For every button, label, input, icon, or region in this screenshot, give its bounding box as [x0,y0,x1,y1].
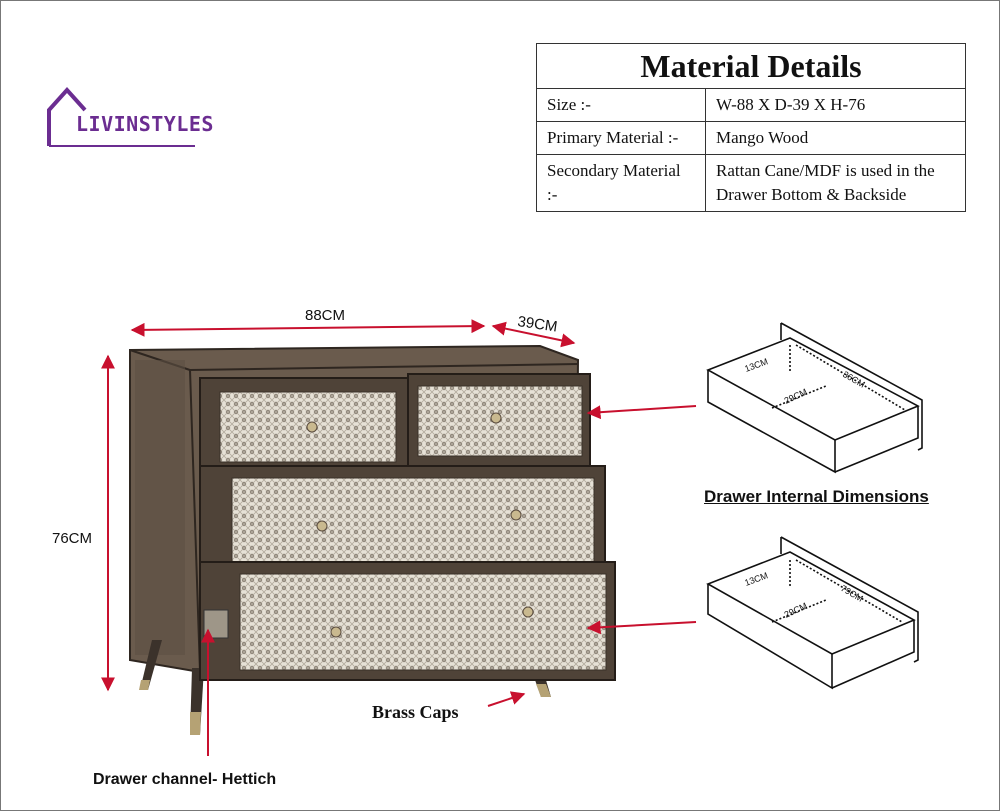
material-details-title: Material Details [536,43,966,89]
depth-label: 39CM [516,313,558,335]
house-outline-icon [47,87,195,147]
size-value: W-88 X D-39 X H-76 [705,88,966,122]
primary-material-label: Primary Material :- [536,121,706,155]
secondary-material-value: Rattan Cane/MDF is used in the Drawer Bo… [705,154,966,212]
secondary-material-label: Secondary Material :- [536,154,706,212]
drawer-channel-label: Drawer channel- Hettich [93,771,277,788]
brass-caps-label: Brass Caps [372,702,459,722]
height-label: 76CM [52,530,92,547]
material-details-table: Material Details Size :- W-88 X D-39 X H… [536,43,966,212]
drawer-diagram-small [706,322,923,474]
dimension-arrows [101,319,697,756]
size-label: Size :- [536,88,706,122]
drawer-bottom [199,561,616,681]
drawer-top-left [199,377,409,473]
brand-name: LIVINSTYLES [76,112,214,136]
drawer-middle [199,465,606,577]
drawer-diagram-large [706,536,919,690]
drawer-internal-dimensions-heading: Drawer Internal Dimensions [704,487,929,506]
drawer-top-right [407,373,591,467]
width-label: 88CM [305,307,345,324]
